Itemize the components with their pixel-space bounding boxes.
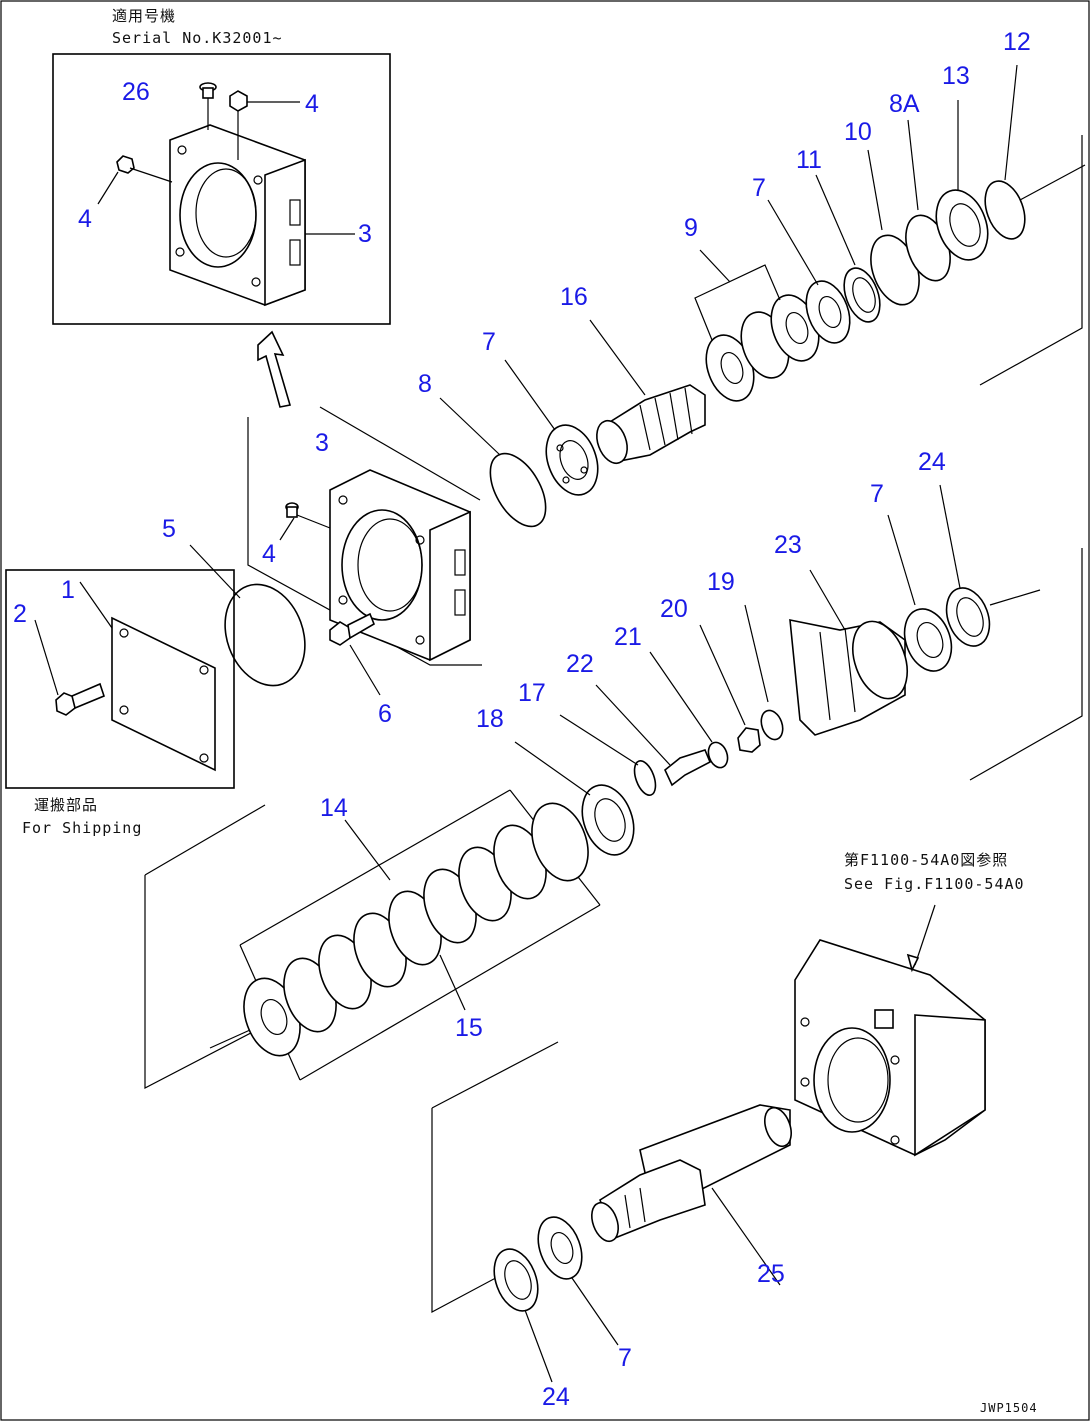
clutch-pack-14-15 — [144, 789, 601, 1089]
washer-21 — [649, 651, 729, 769]
inset-plug-26 — [199, 82, 217, 130]
callout-7-upper-right: 7 — [752, 174, 766, 202]
callout-12: 12 — [1003, 28, 1031, 56]
drawing-code: JWP1504 — [980, 1401, 1038, 1415]
bearing-24-upper — [939, 484, 991, 647]
bearing-24-lower — [493, 1248, 553, 1383]
callout-1: 1 — [61, 576, 75, 604]
group-line-shaft — [431, 1108, 521, 1314]
callout-26: 26 — [122, 78, 150, 106]
callout-16: 16 — [560, 283, 588, 311]
bearing-7-upper-right — [767, 199, 851, 344]
callout-23: 23 — [774, 531, 802, 559]
callout-7-upper: 7 — [482, 328, 496, 356]
callout-2: 2 — [13, 600, 27, 628]
leader-5 — [189, 544, 241, 599]
inset-housing-3 — [169, 124, 306, 307]
housing-see-fig — [794, 904, 986, 1157]
leader-8 — [439, 397, 501, 456]
plate-18 — [514, 741, 635, 856]
callout-3-inset: 3 — [358, 220, 372, 248]
bolt-4 — [279, 502, 331, 541]
callout-5: 5 — [162, 515, 176, 543]
callout-25: 25 — [757, 1260, 785, 1288]
bracket-right-upper — [979, 135, 1083, 386]
bracket-right-middle — [969, 548, 1083, 781]
group-line-shaft-top — [431, 1041, 559, 1109]
group-line-housing-top — [319, 406, 481, 501]
callout-4-inset-left: 4 — [78, 205, 92, 233]
callout-24-lower: 24 — [542, 1383, 570, 1411]
seefig-note-en: See Fig.F1100-54A0 — [844, 875, 1025, 893]
callout-15: 15 — [455, 1014, 483, 1042]
seal-13 — [935, 100, 989, 261]
bearing-7-middle — [887, 514, 953, 672]
inset-bolt-4-left — [97, 155, 173, 205]
shipping-note-en: For Shipping — [22, 819, 143, 837]
snap-ring-11 — [815, 174, 881, 323]
callout-20: 20 — [660, 595, 688, 623]
callout-14: 14 — [320, 794, 348, 822]
inset-box-serial — [52, 53, 391, 325]
housing-3 — [329, 469, 471, 662]
callout-7-middle: 7 — [870, 480, 884, 508]
seefig-note-jp: 第F1100-54A0図参照 — [844, 851, 1009, 869]
nut-20 — [699, 624, 761, 753]
bolt-22 — [595, 684, 712, 787]
callout-21: 21 — [614, 623, 642, 651]
axis-line-upper — [1019, 164, 1086, 201]
washer-19 — [744, 604, 784, 741]
spline-shaft-16 — [589, 319, 706, 465]
callout-19: 19 — [707, 568, 735, 596]
arrow-up-icon — [257, 330, 292, 408]
callout-9: 9 — [684, 214, 698, 242]
gear-23 — [789, 569, 908, 736]
callout-3: 3 — [315, 429, 329, 457]
callout-6: 6 — [378, 700, 392, 728]
bolt-6 — [329, 612, 381, 696]
callout-22: 22 — [566, 650, 594, 678]
serial-note-en: Serial No.K32001~ — [112, 29, 283, 47]
snap-ring-17 — [559, 714, 657, 796]
leader-7b — [504, 359, 556, 431]
o-ring-8 — [489, 452, 547, 528]
o-ring-12 — [984, 64, 1026, 240]
callout-4: 4 — [262, 540, 276, 568]
callout-7-lower: 7 — [618, 1344, 632, 1372]
shipping-note-jp: 運搬部品 — [34, 796, 99, 814]
serial-note-jp: 適用号機 — [112, 7, 177, 25]
bearing-7-lower — [537, 1216, 619, 1346]
o-ring-5 — [224, 583, 306, 687]
cover-plate-1 — [79, 581, 216, 772]
bolt-2 — [34, 619, 105, 716]
callout-17: 17 — [518, 679, 546, 707]
bearing-7-upper — [545, 424, 599, 496]
spacers-9 — [694, 249, 820, 402]
callout-4-inset-top: 4 — [305, 90, 319, 118]
callout-13: 13 — [942, 62, 970, 90]
inset-bolt-4-top — [229, 90, 300, 160]
callout-24-upper: 24 — [918, 448, 946, 476]
callout-18: 18 — [476, 705, 504, 733]
callout-8A: 8A — [889, 90, 920, 118]
axis-line-middle — [989, 589, 1041, 606]
callout-8: 8 — [418, 370, 432, 398]
inset-box-shipping — [5, 569, 235, 789]
callout-11: 11 — [796, 146, 822, 174]
callout-10: 10 — [844, 118, 872, 146]
shaft-25 — [591, 1104, 792, 1286]
